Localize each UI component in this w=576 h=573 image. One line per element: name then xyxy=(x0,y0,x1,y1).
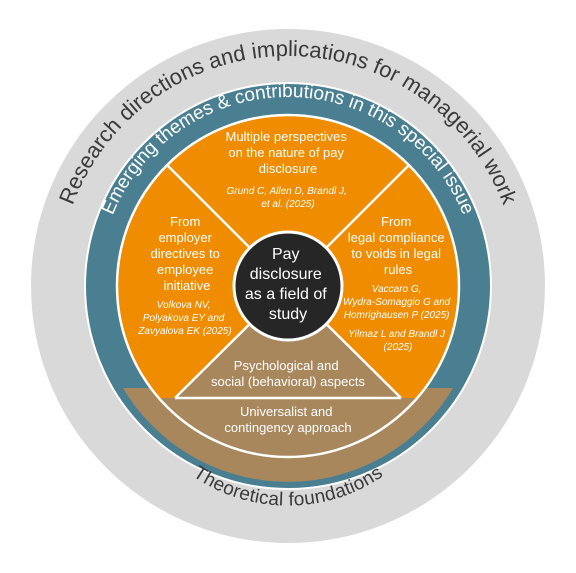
psychological-segment xyxy=(175,286,401,398)
top-segment-reference: Grund C, Allen D, Brandl J, et al. (2025… xyxy=(226,186,349,210)
center-circle xyxy=(232,230,344,342)
right-segment-reference: Vaccaro G, Wydra-Somaggio G and Homrigha… xyxy=(343,284,453,353)
right-segment-title: From legal compliance to voids in legal … xyxy=(348,214,448,277)
left-segment-reference: Volkova NV, Polyakova EY and Zavyalova E… xyxy=(137,300,231,337)
left-segment-title: From employer directives to employee ini… xyxy=(151,214,224,293)
bottom-segment-title: Psychological and social (behavioral) as… xyxy=(211,358,365,389)
center-label: Pay disclosure as a field of study xyxy=(245,246,331,323)
inner-disc-outline xyxy=(115,113,461,459)
foundation-band-label: Universalist and contingency approach xyxy=(224,404,351,435)
top-segment-title: Multiple perspectives on the nature of p… xyxy=(225,129,350,176)
